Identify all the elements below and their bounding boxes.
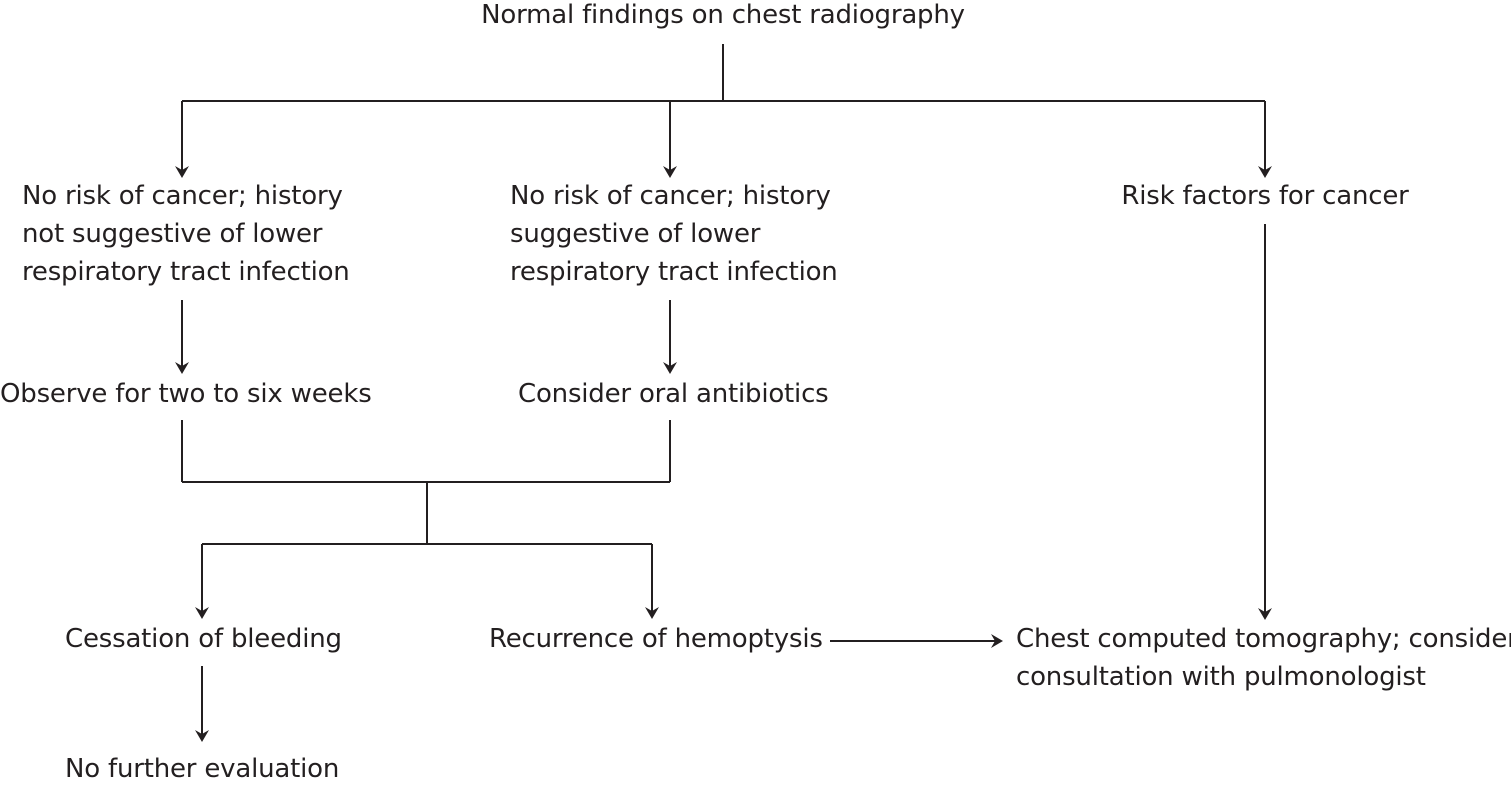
node-no-risk-suggestive: No risk of cancer; history suggestive of… [510, 177, 838, 291]
node-risk-factors: Risk factors for cancer [1105, 177, 1425, 215]
node-text-line: Normal findings on chest radiography [481, 0, 965, 30]
node-text-line: respiratory tract infection [22, 257, 350, 287]
node-chest-ct: Chest computed tomography; consider cons… [1016, 620, 1511, 696]
node-text-line: consultation with pulmonologist [1016, 662, 1426, 692]
node-text-line: Observe for two to six weeks [0, 379, 372, 409]
node-no-further-evaluation: No further evaluation [65, 750, 339, 788]
node-text-line: Cessation of bleeding [65, 624, 342, 654]
node-observe: Observe for two to six weeks [0, 375, 372, 413]
node-text-line: not suggestive of lower [22, 219, 323, 249]
node-normal-findings: Normal findings on chest radiography [473, 0, 973, 34]
node-text-line: No risk of cancer; history [22, 181, 343, 211]
node-text-line: respiratory tract infection [510, 257, 838, 287]
node-text-line: Chest computed tomography; consider [1016, 624, 1511, 654]
node-text-line: No further evaluation [65, 754, 340, 784]
node-oral-antibiotics: Consider oral antibiotics [518, 375, 829, 413]
node-text-line: Consider oral antibiotics [518, 379, 829, 409]
node-recurrence-of-hemoptysis: Recurrence of hemoptysis [489, 620, 823, 658]
node-text-line: Risk factors for cancer [1121, 181, 1409, 211]
node-text-line: Recurrence of hemoptysis [489, 624, 823, 654]
node-cessation-of-bleeding: Cessation of bleeding [65, 620, 342, 658]
node-text-line: No risk of cancer; history [510, 181, 831, 211]
node-text-line: suggestive of lower [510, 219, 761, 249]
node-no-risk-not-suggestive: No risk of cancer; history not suggestiv… [22, 177, 350, 291]
